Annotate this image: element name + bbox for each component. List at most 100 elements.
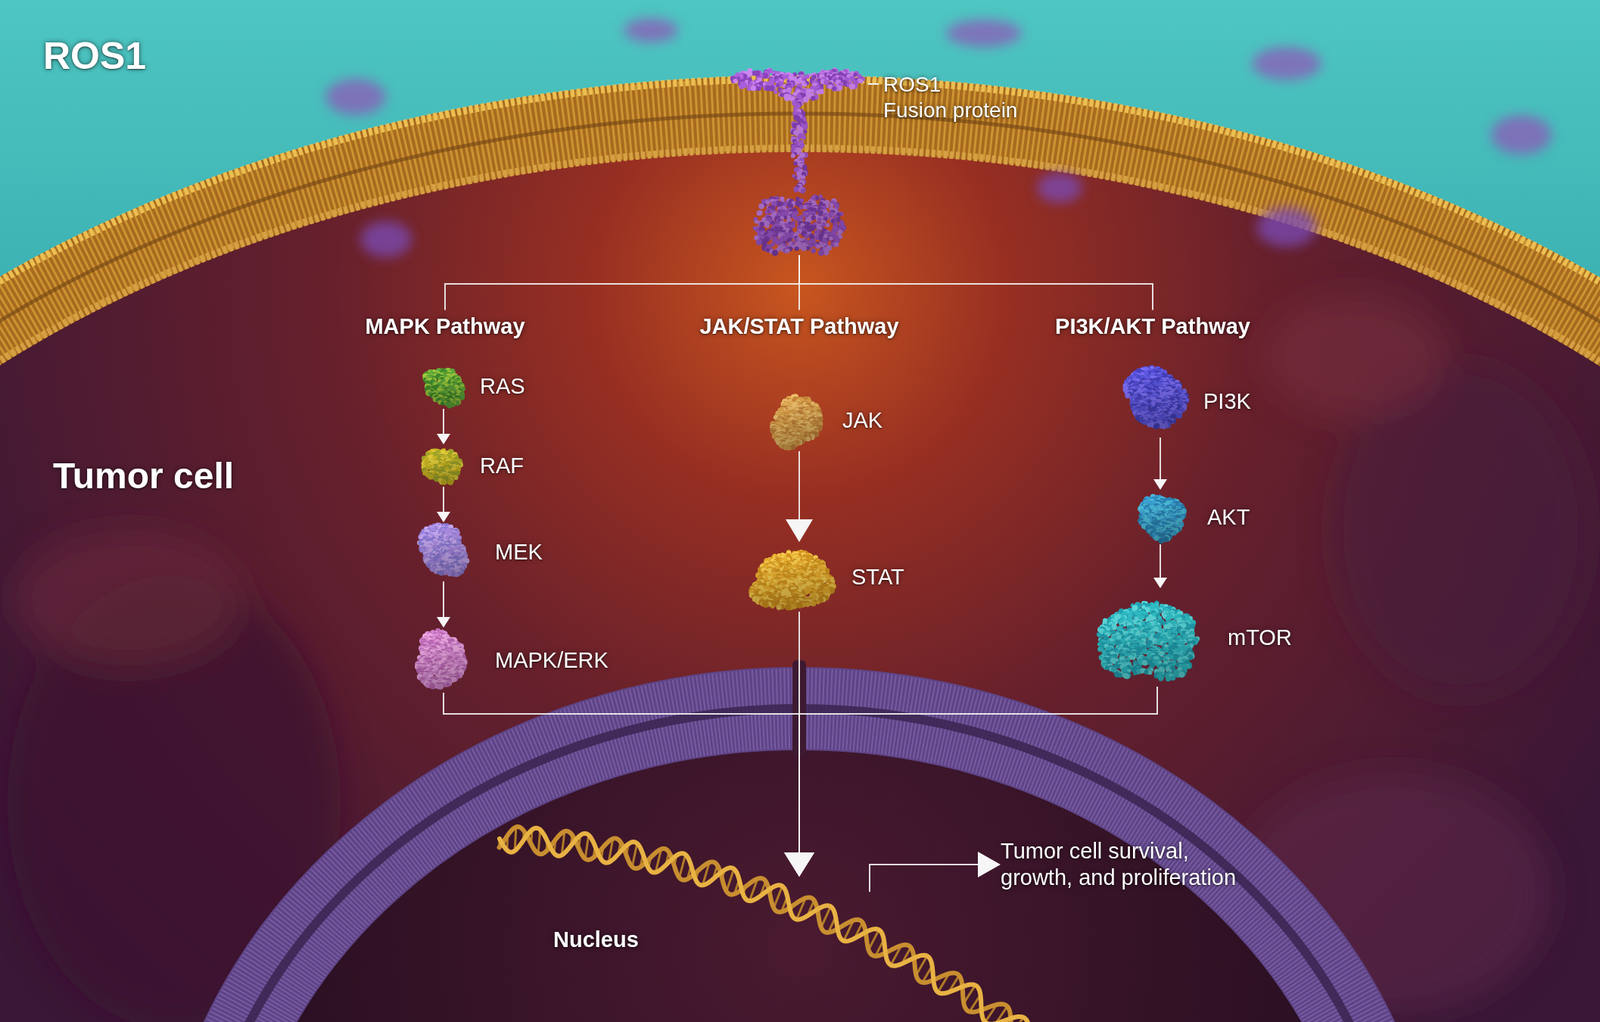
protein-atom: [446, 402, 452, 408]
receptor-blur: [1256, 207, 1317, 247]
connector-line: [442, 581, 445, 618]
inner-receptors: [360, 172, 1317, 258]
protein-atom: [802, 135, 807, 140]
base-pair: [679, 854, 686, 878]
arrowhead: [785, 519, 813, 542]
base-pair: [585, 834, 589, 859]
connector: [1153, 437, 1168, 490]
diagram-title: ROS1: [43, 34, 147, 78]
pathway-title: MAPK Pathway: [364, 314, 525, 339]
membrane-heads: [0, 78, 1600, 1022]
receptor-blur: [325, 78, 386, 116]
protein-atom: [803, 82, 807, 87]
base-pair: [726, 868, 735, 892]
protein-atom: [776, 83, 781, 88]
protein-atom: [750, 85, 757, 91]
protein-atom: [733, 78, 738, 84]
protein-atom: [818, 194, 823, 199]
protein-atom: [834, 242, 840, 248]
connector-line: [798, 451, 800, 520]
protein-atom: [796, 176, 801, 181]
protein-atom: [828, 236, 834, 241]
protein-atom: [804, 233, 810, 239]
protein-atom: [764, 209, 769, 214]
leader-line: [868, 83, 879, 85]
arrowhead: [784, 852, 815, 877]
protein-node: MEK: [416, 522, 543, 582]
connector: [799, 255, 1153, 311]
protein-atom: [440, 401, 445, 405]
connector: [1153, 544, 1168, 589]
connector-line: [1159, 544, 1162, 579]
protein-illustration: [420, 363, 467, 409]
connector-line: [799, 686, 1158, 853]
protein-atom: [815, 90, 820, 94]
connector: [785, 451, 813, 542]
base-pair: [773, 886, 782, 909]
arrowhead: [1153, 577, 1168, 589]
line-spacer: [974, 71, 1065, 73]
pathway-heading: MAPK Pathway: [360, 310, 530, 343]
protein-atom: [765, 224, 770, 229]
connector-line: [869, 864, 979, 892]
base-pair: [821, 905, 832, 928]
protein-atom: [837, 85, 843, 91]
protein-node: RAS: [420, 363, 526, 409]
protein-atom: [784, 249, 790, 254]
protein-surface: [421, 448, 464, 486]
protein-atom: [849, 83, 856, 90]
protein-label: RAS: [479, 373, 526, 400]
protein-surface: [730, 67, 866, 256]
protein-atom: [831, 86, 836, 91]
receptor-blur: [1036, 172, 1083, 203]
protein-atom: [825, 222, 831, 228]
protein-atom: [765, 248, 770, 253]
protein-atom: [756, 239, 763, 246]
organelle-blur: [15, 529, 243, 667]
protein-atom: [823, 79, 829, 85]
protein-atom: [802, 96, 809, 103]
protein-atom: [448, 479, 455, 486]
connector: [436, 486, 451, 523]
arrowhead: [1153, 479, 1168, 490]
label-wrap: ROS1 Fusion protein: [883, 71, 1065, 123]
connector-line: [442, 408, 445, 435]
protein-atom: [784, 95, 791, 102]
protein-atom: [857, 77, 863, 84]
protein-atom: [800, 245, 807, 251]
organelle-blur: [1263, 295, 1446, 417]
protein-illustration: [732, 64, 866, 256]
protein-surface: [422, 367, 466, 409]
region-label: Tumor cell: [52, 455, 234, 496]
cell-membrane: [0, 78, 1600, 1022]
protein-atom: [773, 90, 778, 94]
protein-atom: [441, 479, 448, 486]
protein-atom: [758, 203, 765, 210]
connector-line: [442, 486, 445, 513]
protein-atom: [793, 186, 800, 193]
arrowhead: [784, 852, 815, 877]
protein-atom: [790, 153, 796, 159]
protein-atom: [815, 216, 822, 223]
protein-atom: [810, 96, 816, 102]
protein-atom: [815, 196, 819, 200]
protein-atom: [793, 161, 798, 166]
connector-line: [1159, 437, 1162, 480]
dna-helix: [499, 826, 1030, 1022]
protein-atom: [828, 213, 834, 218]
protein-atom: [829, 202, 834, 207]
connector-line: [445, 255, 800, 311]
protein-surface: [417, 522, 470, 577]
arrowhead: [977, 851, 1001, 878]
base-pair: [631, 843, 637, 867]
protein-atom: [800, 189, 806, 194]
protein-atom: [810, 248, 816, 254]
protein-atom: [770, 78, 776, 84]
protein-atom: [815, 223, 822, 230]
protein-atom: [783, 247, 790, 254]
protein-atom: [801, 170, 808, 177]
protein-atom: [756, 210, 763, 216]
arrowhead: [436, 511, 451, 523]
protein-atom: [738, 83, 745, 90]
receptor-blur: [360, 221, 412, 258]
